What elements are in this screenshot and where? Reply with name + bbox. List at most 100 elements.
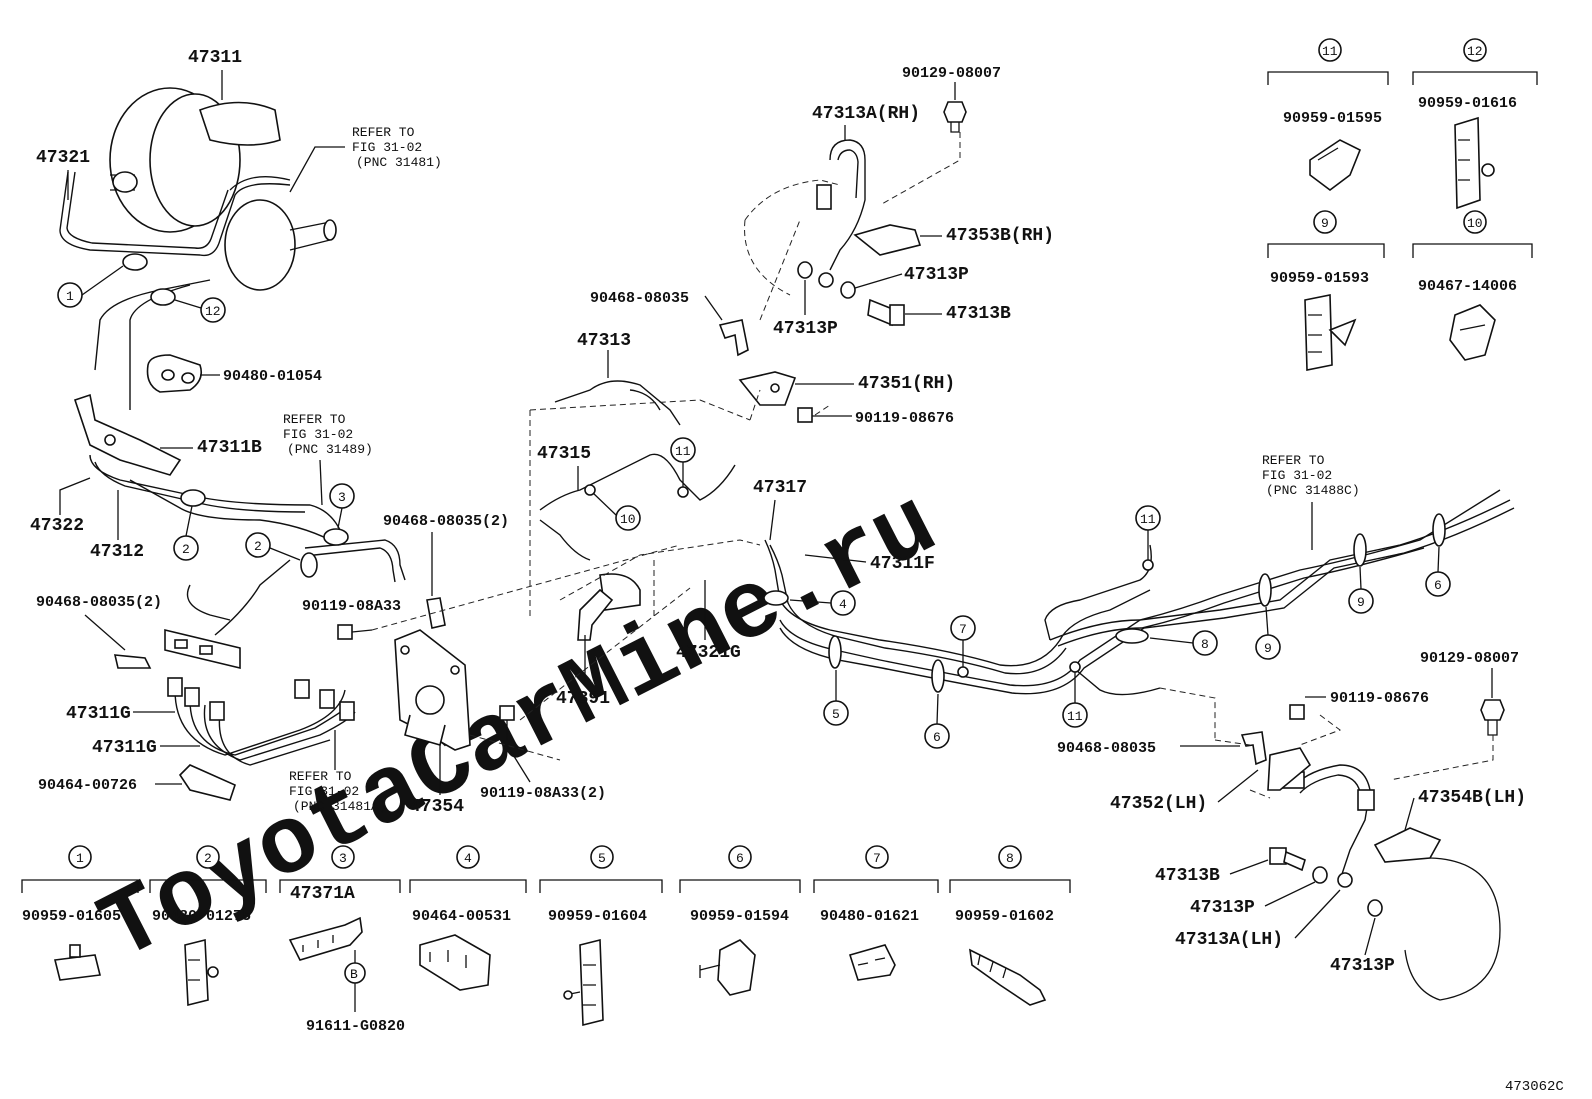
svg-text:9: 9 <box>1264 641 1272 656</box>
svg-text:90464-00531: 90464-00531 <box>412 908 511 925</box>
svg-text:(PNC 31481A): (PNC 31481A) <box>293 799 387 814</box>
brake-booster-drawing <box>109 87 337 291</box>
label-90119-08676-right: 90119-08676 <box>1330 690 1429 707</box>
label-90119-08676-top: 90119-08676 <box>855 410 954 427</box>
callout-10 <box>615 505 641 531</box>
svg-text:3: 3 <box>339 851 347 866</box>
label-47321g: 47321G <box>676 643 741 663</box>
label-47311f: 47311F <box>870 554 935 574</box>
label-47313: 47313 <box>577 331 631 351</box>
label-47354b-lh: 47354B(LH) <box>1418 788 1526 808</box>
label-90129-08007-right: 90129-08007 <box>1420 650 1519 667</box>
label-90119-08a33: 90119-08A33 <box>302 598 401 615</box>
svg-text:90959-01595: 90959-01595 <box>1283 110 1382 127</box>
bracket-47391 <box>577 573 641 641</box>
svg-text:2: 2 <box>254 539 262 554</box>
label-47352-lh: 47352(LH) <box>1110 794 1207 814</box>
clip-90468-08035-right <box>1240 731 1267 766</box>
svg-text:3: 3 <box>338 490 346 505</box>
svg-text:90959-01604: 90959-01604 <box>548 908 647 925</box>
label-47353b-rh: 47353B(RH) <box>946 226 1054 246</box>
label-47313a-lh: 47313A(LH) <box>1175 930 1283 950</box>
svg-text:11: 11 <box>1140 512 1156 527</box>
svg-text:6: 6 <box>736 851 744 866</box>
left-pipes <box>59 171 406 636</box>
label-47351-rh: 47351(RH) <box>858 374 955 394</box>
svg-text:2: 2 <box>182 542 190 557</box>
svg-text:90959-01593: 90959-01593 <box>1270 270 1369 287</box>
svg-text:90959-01616: 90959-01616 <box>1418 95 1517 112</box>
bracket-47354b-lh <box>1373 827 1442 863</box>
svg-text:6: 6 <box>933 730 941 745</box>
clip-90468-08035-top <box>718 319 749 357</box>
drawing-id: 473062C <box>1505 1079 1564 1095</box>
bracket-47354 <box>394 629 471 751</box>
washers-47313p <box>797 261 856 299</box>
svg-text:8: 8 <box>1201 637 1209 652</box>
label-47313a-rh: 47313A(RH) <box>812 104 920 124</box>
bracket-base <box>113 628 241 670</box>
svg-text:7: 7 <box>959 622 967 637</box>
svg-text:10: 10 <box>1467 216 1483 231</box>
label-47322: 47322 <box>30 516 84 536</box>
svg-text:11: 11 <box>675 444 691 459</box>
callout-2b <box>245 532 271 558</box>
label-47391: 47391 <box>556 689 610 709</box>
dashed-guides <box>371 132 1494 799</box>
bolt-90119-08676-right <box>1289 704 1305 720</box>
svg-text:90959-01605: 90959-01605 <box>22 908 121 925</box>
label-47311b: 47311B <box>197 438 262 458</box>
refer-note-31481a: REFER TO FIG 31-02 (PNC 31481A) <box>289 730 387 814</box>
refer-note-31481: REFER TO FIG 31-02 (PNC 31481) <box>289 125 442 193</box>
bracket-47311b <box>73 393 182 476</box>
svg-text:REFER TO: REFER TO <box>289 769 352 784</box>
svg-text:90959-01602: 90959-01602 <box>955 908 1054 925</box>
label-90468-08035-right: 90468-08035 <box>1057 740 1156 757</box>
bolt-90129-08007-top <box>943 101 967 133</box>
svg-text:REFER TO: REFER TO <box>352 125 415 140</box>
washers-47313p-lh <box>1312 866 1383 917</box>
label-90129-08007-top: 90129-08007 <box>902 65 1001 82</box>
label-90464-00726: 90464-00726 <box>38 777 137 794</box>
label-47311g-b: 47311G <box>92 738 157 758</box>
svg-text:9: 9 <box>1357 595 1365 610</box>
rh-disc-outline <box>744 179 841 296</box>
clip-90468-08035-left <box>426 597 446 629</box>
callout-12 <box>200 297 226 323</box>
svg-text:9: 9 <box>1321 216 1329 231</box>
svg-text:90467-14006: 90467-14006 <box>1418 278 1517 295</box>
label-47354: 47354 <box>410 797 464 817</box>
bracket-47351-rh <box>738 371 797 406</box>
label-47313p-c: 47313P <box>1190 898 1255 918</box>
svg-text:FIG 31-02: FIG 31-02 <box>289 784 359 799</box>
bolt-90119-08a33 <box>337 624 515 740</box>
legend-top-right: 11 90959-01595 12 90959-01616 9 90959-01… <box>1267 38 1538 371</box>
bolt-47313b-right <box>1269 847 1306 872</box>
svg-text:5: 5 <box>832 707 840 722</box>
label-90468-08035-top: 90468-08035 <box>590 290 689 307</box>
svg-text:8: 8 <box>1006 851 1014 866</box>
bracket-47353b-rh <box>853 224 922 256</box>
svg-text:FIG 31-02: FIG 31-02 <box>1262 468 1332 483</box>
svg-text:90480-01621: 90480-01621 <box>820 908 919 925</box>
lh-hose-47313a <box>1279 764 1375 888</box>
label-47321: 47321 <box>36 148 90 168</box>
svg-text:FIG 31-02: FIG 31-02 <box>283 427 353 442</box>
svg-text:FIG 31-02: FIG 31-02 <box>352 140 422 155</box>
svg-text:(PNC 31488C): (PNC 31488C) <box>1266 483 1360 498</box>
clamp-90464-00726 <box>178 764 236 801</box>
label-47313b-right: 47313B <box>1155 866 1220 886</box>
svg-text:7: 7 <box>873 851 881 866</box>
lh-disc-outline <box>1404 857 1501 1001</box>
svg-text:90480-01275: 90480-01275 <box>152 908 251 925</box>
svg-text:4: 4 <box>839 597 847 612</box>
svg-text:4: 4 <box>464 851 472 866</box>
svg-text:REFER TO: REFER TO <box>1262 453 1325 468</box>
svg-text:10: 10 <box>620 512 636 527</box>
refer-note-31489: REFER TO FIG 31-02 (PNC 31489) <box>283 412 373 506</box>
svg-text:6: 6 <box>1434 578 1442 593</box>
label-47313b-top: 47313B <box>946 304 1011 324</box>
svg-text:REFER TO: REFER TO <box>283 412 346 427</box>
bolt-47313b-top <box>867 298 905 327</box>
